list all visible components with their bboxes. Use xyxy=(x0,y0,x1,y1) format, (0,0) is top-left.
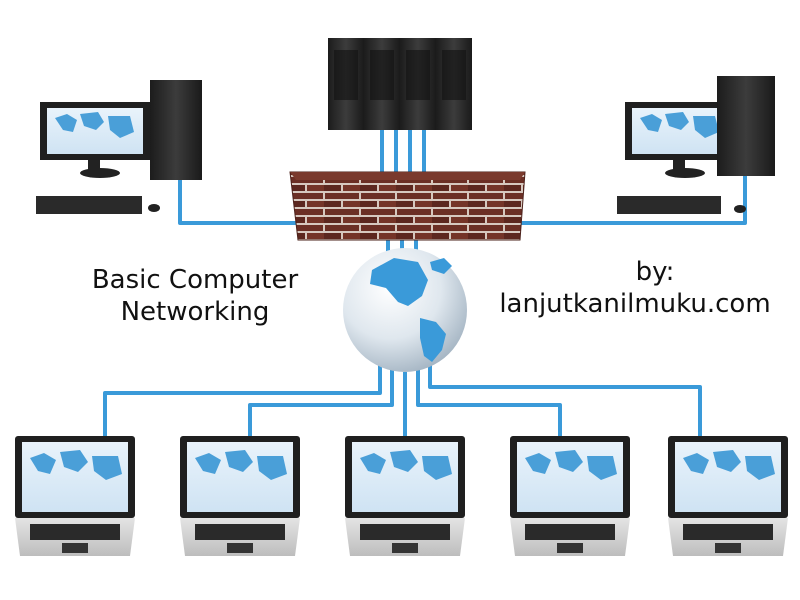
laptop-icon xyxy=(180,436,300,556)
brick-wall-icon xyxy=(289,171,526,241)
desktop-computer-icon xyxy=(36,80,202,214)
credit-text: by: lanjutkanilmuku.com xyxy=(480,256,790,320)
title-line-1: Basic Computer xyxy=(91,265,299,295)
server-rack-icon xyxy=(328,38,472,130)
server-unit xyxy=(400,38,436,130)
tower-case xyxy=(717,76,775,176)
server-unit xyxy=(364,38,400,130)
cable-laptop-4 xyxy=(416,368,562,437)
server-unit xyxy=(436,38,472,130)
diagram-title: Basic Computer Networking xyxy=(70,264,320,328)
tower-case xyxy=(150,80,202,180)
world-map xyxy=(640,112,719,138)
globe-icon xyxy=(343,248,467,372)
server-unit xyxy=(328,38,364,130)
continent-south-america xyxy=(420,318,446,362)
cable-laptop-1 xyxy=(103,360,382,437)
credit-by: by: xyxy=(635,257,675,287)
laptop-icon xyxy=(15,436,135,556)
keyboard xyxy=(36,196,142,214)
continent-greenland xyxy=(430,258,452,274)
laptop-icon xyxy=(510,436,630,556)
mouse xyxy=(148,204,160,212)
mouse xyxy=(734,205,746,213)
desktop-computer-icon xyxy=(617,76,775,214)
credit-site: lanjutkanilmuku.com xyxy=(499,289,771,319)
world-map xyxy=(55,112,134,138)
cable-laptop-2 xyxy=(248,368,394,437)
cable-left-desktop xyxy=(178,175,300,225)
title-line-2: Networking xyxy=(120,297,270,327)
laptop-icon xyxy=(668,436,788,556)
keyboard xyxy=(617,196,721,214)
cable-laptop-5 xyxy=(428,360,702,437)
cable-right-desktop xyxy=(520,165,747,225)
laptop-icon xyxy=(345,436,465,556)
network-cables xyxy=(103,130,747,437)
continent-north-america xyxy=(370,258,428,306)
